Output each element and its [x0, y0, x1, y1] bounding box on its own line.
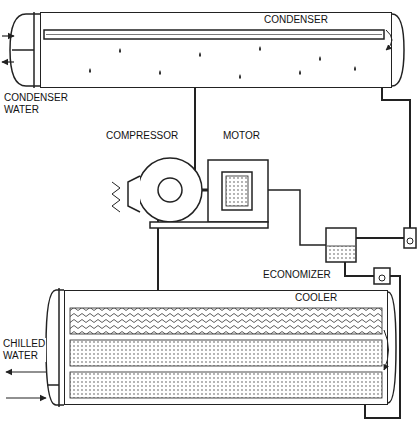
- label-anchor: MOTOR: [222, 125, 261, 143]
- economizer-symbol: [326, 228, 416, 284]
- cooler-head: [46, 288, 64, 407]
- compressor-symbol: [138, 158, 202, 222]
- condenser-tube: [44, 30, 384, 39]
- condenser-water-arrows: [2, 36, 14, 62]
- cooler-end-cap: [388, 292, 396, 403]
- condenser-end-cap: [392, 14, 404, 86]
- part-label: ECONOMIZER: [262, 269, 332, 281]
- motor-symbol: [226, 176, 248, 206]
- part-label: CONDENSER WATER: [3, 92, 69, 116]
- economizer-symbol: [379, 275, 385, 281]
- economizer-symbol: [327, 246, 355, 261]
- condenser-water-arrows: [2, 35, 14, 36]
- condenser-head: [10, 12, 40, 88]
- cooler-head: [47, 384, 59, 386]
- economizer-line: [268, 190, 326, 245]
- condenser-head: [10, 14, 40, 86]
- cooler-head: [58, 288, 60, 407]
- motor-symbol: [222, 172, 252, 210]
- condensate-drops: [199, 52, 201, 57]
- vessel-name: COOLER: [294, 292, 338, 304]
- part-label: MOTOR: [222, 130, 261, 142]
- condenser-tube: [44, 30, 384, 39]
- condensate-drops: [119, 48, 121, 53]
- condenser-tube: [46, 34, 382, 35]
- motor-symbol: [150, 160, 268, 228]
- vessel-shell: COOLER: [64, 290, 388, 405]
- condenser-head: [12, 49, 34, 51]
- condenser-end-cap: [386, 14, 404, 86]
- compressor-symbol: [202, 189, 208, 192]
- chilled-water-arrows: [6, 371, 46, 372]
- cooler-end-cap: [384, 292, 396, 403]
- condensate-drops: [89, 68, 91, 73]
- compressor-symbol: [158, 178, 182, 202]
- economizer-line: [268, 190, 326, 245]
- compressor-symbol: [128, 176, 140, 212]
- compressor-symbol: [112, 182, 120, 212]
- vessel-name: CONDENSER: [263, 14, 329, 26]
- label-anchor: ECONOMIZER: [262, 264, 332, 282]
- economizer-symbol: [327, 246, 355, 247]
- label-anchor: COMPRESSOR: [105, 125, 179, 143]
- label-anchor: CHILLED WATER: [2, 338, 46, 363]
- vessel-shell: CONDENSER: [40, 12, 392, 88]
- condensate-drops: [299, 70, 301, 75]
- cooler-tube-bundles: [70, 340, 382, 366]
- economizer-symbol: [404, 228, 416, 248]
- condenser-water-arrows: [2, 61, 14, 62]
- cooler-tube-bundles: [70, 308, 382, 334]
- condensate-drops: [259, 46, 261, 51]
- economizer-symbol: [326, 228, 356, 262]
- motor-symbol: [208, 160, 268, 222]
- part-label: CHILLED WATER: [2, 338, 46, 362]
- cooler-tube-bundles: [70, 372, 382, 398]
- condensate-drops: [239, 74, 241, 79]
- chilled-water-arrows: [6, 397, 46, 398]
- compressor-symbol: [112, 158, 208, 222]
- condensate-drops: [319, 56, 321, 61]
- cooler-tube-bundles: [70, 308, 382, 398]
- condensate-drops: [354, 66, 356, 71]
- chilled-water-arrows: [6, 372, 46, 398]
- motor-symbol: [150, 222, 268, 228]
- part-label: COMPRESSOR: [105, 130, 179, 142]
- economizer-symbol: [374, 268, 390, 284]
- condensate-drops: [159, 70, 161, 75]
- label-anchor: CONDENSER WATER: [3, 92, 69, 117]
- economizer-symbol: [407, 238, 413, 244]
- cooler-head: [46, 290, 64, 405]
- condensate-drops: [89, 46, 356, 79]
